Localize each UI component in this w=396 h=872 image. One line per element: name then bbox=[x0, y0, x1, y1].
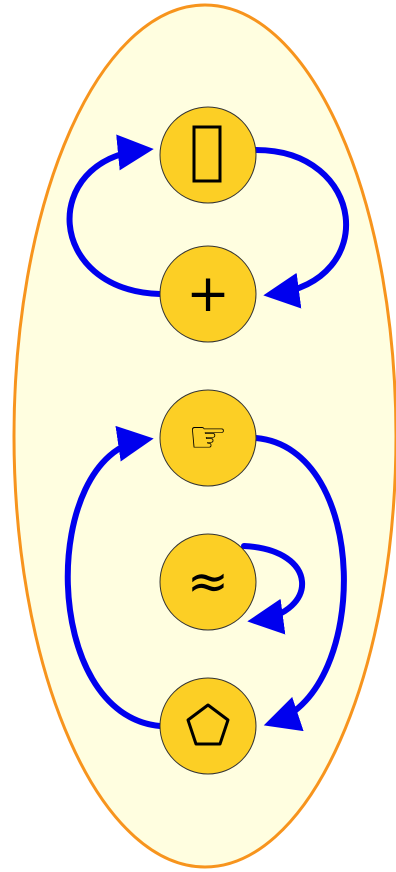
edges bbox=[64, 134, 350, 732]
pointing-hand-icon: ☞ bbox=[188, 412, 227, 463]
edge-plus-to-box bbox=[66, 134, 163, 297]
approx-equal-icon: ≈ bbox=[187, 553, 229, 611]
node-box[interactable] bbox=[159, 106, 257, 204]
node-approx-circle[interactable] bbox=[159, 533, 257, 631]
node-approx[interactable]: ≈ bbox=[159, 533, 257, 631]
edge-pentagon-to-hand bbox=[64, 425, 163, 729]
pentagon-icon bbox=[186, 703, 230, 746]
node-plus-circle[interactable] bbox=[159, 245, 257, 343]
node-hand[interactable]: ☞ bbox=[159, 389, 257, 487]
node-hand-circle[interactable] bbox=[159, 389, 257, 487]
node-plus[interactable]: + bbox=[159, 245, 257, 343]
plus-icon: + bbox=[186, 264, 230, 324]
edge-approx-self-loop bbox=[241, 543, 306, 635]
tall-rectangle-icon bbox=[192, 125, 222, 183]
node-pentagon-circle[interactable] bbox=[159, 677, 257, 775]
edge-box-to-plus bbox=[253, 147, 350, 309]
node-box-circle[interactable] bbox=[159, 106, 257, 204]
node-pentagon[interactable] bbox=[159, 677, 257, 775]
edge-hand-to-pentagon bbox=[253, 435, 347, 732]
